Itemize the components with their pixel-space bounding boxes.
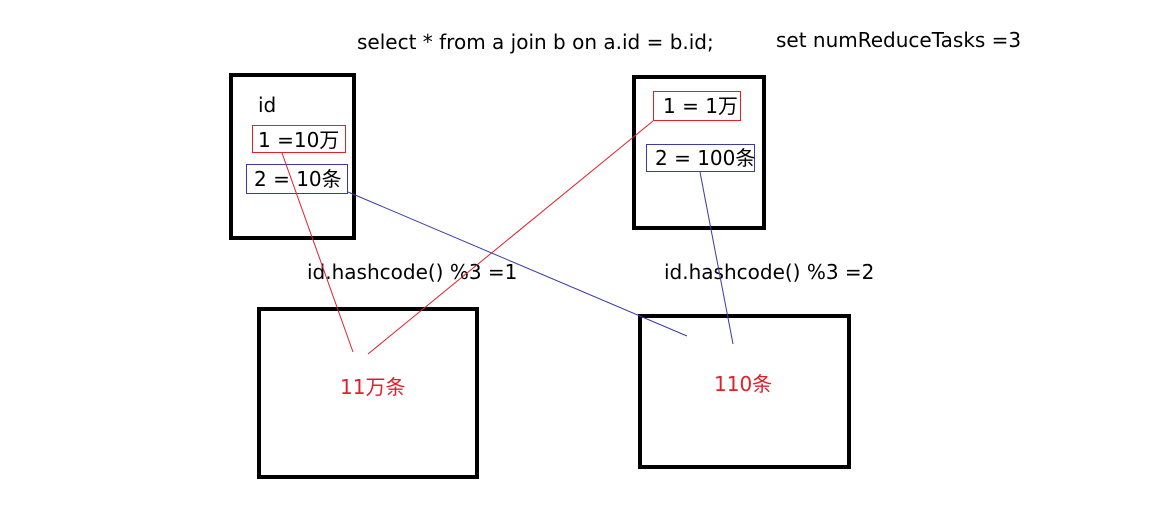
hash-label-left: id.hashcode() %3 =1 (307, 260, 518, 284)
reducer-right-count: 110条 (714, 372, 773, 396)
table-b-row1-highlight (653, 91, 741, 121)
table-a-row2: 2 = 10条 (254, 167, 342, 191)
table-a-row1-highlight (252, 125, 346, 153)
table-a-box (229, 73, 356, 240)
reducer-right-box (638, 314, 851, 469)
sql-query-text: select * from a join b on a.id = b.id; (357, 30, 714, 54)
table-a-id-header: id (258, 93, 277, 117)
table-b-row2: 2 = 100条 (655, 146, 756, 170)
hash-label-right: id.hashcode() %3 =2 (664, 260, 875, 284)
table-a-row1: 1 =10万 (258, 128, 340, 152)
table-b-row1: 1 = 1万 (663, 94, 738, 118)
reduce-tasks-setting-text: set numReduceTasks =3 (776, 28, 1022, 52)
reducer-left-count: 11万条 (340, 375, 406, 399)
